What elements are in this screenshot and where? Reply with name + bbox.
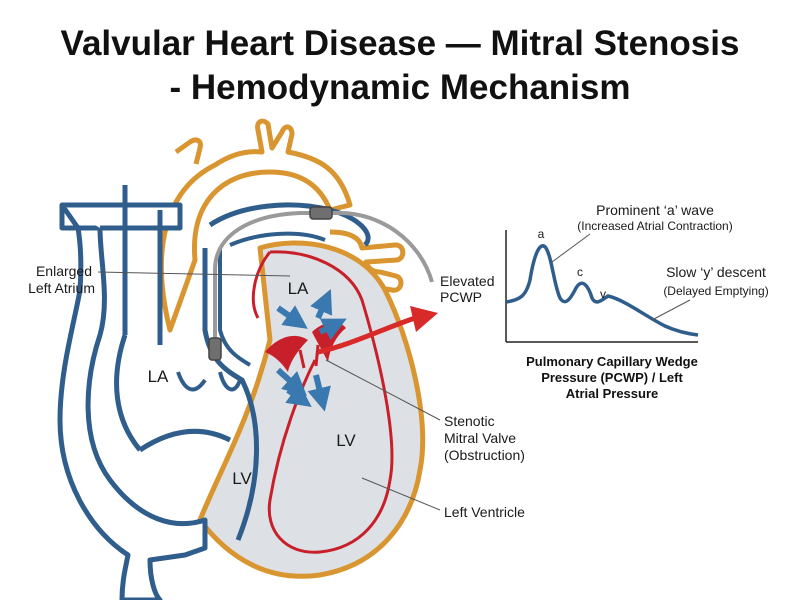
enlarged-la-leader: [97, 271, 291, 277]
title-line-2: - Hemodynamic Mechanism: [169, 68, 631, 107]
blood-flow-arrows: [275, 289, 347, 412]
peak-label-v: v: [600, 287, 606, 301]
left-ventricle-text: Left Ventricle: [444, 504, 525, 520]
a-wave-subtitle: (Increased Atrial Contraction): [577, 219, 732, 233]
y-descent-title: Slow ‘y’ descent: [666, 264, 766, 280]
label-left-ventricle: Left Ventricle: [361, 477, 525, 520]
chamber-label-lv-inner: LV: [336, 431, 356, 450]
waveform-caption-line-3: Atrial Pressure: [566, 386, 659, 401]
label-stenotic-mitral-valve: Stenotic Mitral Valve (Obstruction): [325, 359, 525, 463]
label-elevated-pcwp: Elevated PCWP: [440, 273, 494, 305]
peak-label-a: a: [538, 227, 545, 241]
waveform-caption-line-1: Pulmonary Capillary Wedge: [526, 354, 698, 369]
chamber-label-lv-outer: LV: [232, 469, 252, 488]
chamber-label-la-inner: LA: [288, 279, 309, 298]
enlarged-la-line-2: Left Atrium: [28, 280, 95, 296]
pcwp-waveform-panel: a c v Prominent ‘a’ wave (Increased Atri…: [505, 202, 769, 401]
y-descent-leader: [651, 299, 691, 321]
elevated-pcwp-line-2: PCWP: [440, 289, 482, 305]
a-wave-title: Prominent ‘a’ wave: [596, 202, 714, 218]
stenotic-line-3: (Obstruction): [444, 447, 525, 463]
lv-myocardium: [251, 250, 394, 554]
stenotic-line-1: Stenotic: [444, 413, 495, 429]
enlarged-la-line-1: Enlarged: [36, 263, 92, 279]
a-wave-leader: [551, 233, 591, 263]
title-line-1: Valvular Heart Disease — Mitral Stenosis: [60, 24, 740, 63]
pcwp-catheter: [208, 206, 434, 361]
label-enlarged-left-atrium: Enlarged Left Atrium: [28, 263, 291, 296]
stenotic-line-2: Mitral Valve: [444, 430, 516, 446]
pcwp-pressure-arrow: [317, 306, 438, 355]
left-ventricle-leader: [361, 477, 441, 511]
aortic-arch: [158, 118, 353, 333]
stenotic-leader: [325, 359, 441, 421]
chamber-label-la-outer: LA: [148, 367, 169, 386]
pcwp-waveform-trace: [505, 244, 699, 337]
page-title: Valvular Heart Disease — Mitral Stenosis…: [0, 22, 800, 110]
y-descent-subtitle: (Delayed Emptying): [663, 284, 768, 298]
peak-label-c: c: [577, 265, 583, 279]
elevated-pcwp-line-1: Elevated: [440, 273, 494, 289]
waveform-caption-line-2: Pressure (PCWP) / Left: [541, 370, 683, 385]
